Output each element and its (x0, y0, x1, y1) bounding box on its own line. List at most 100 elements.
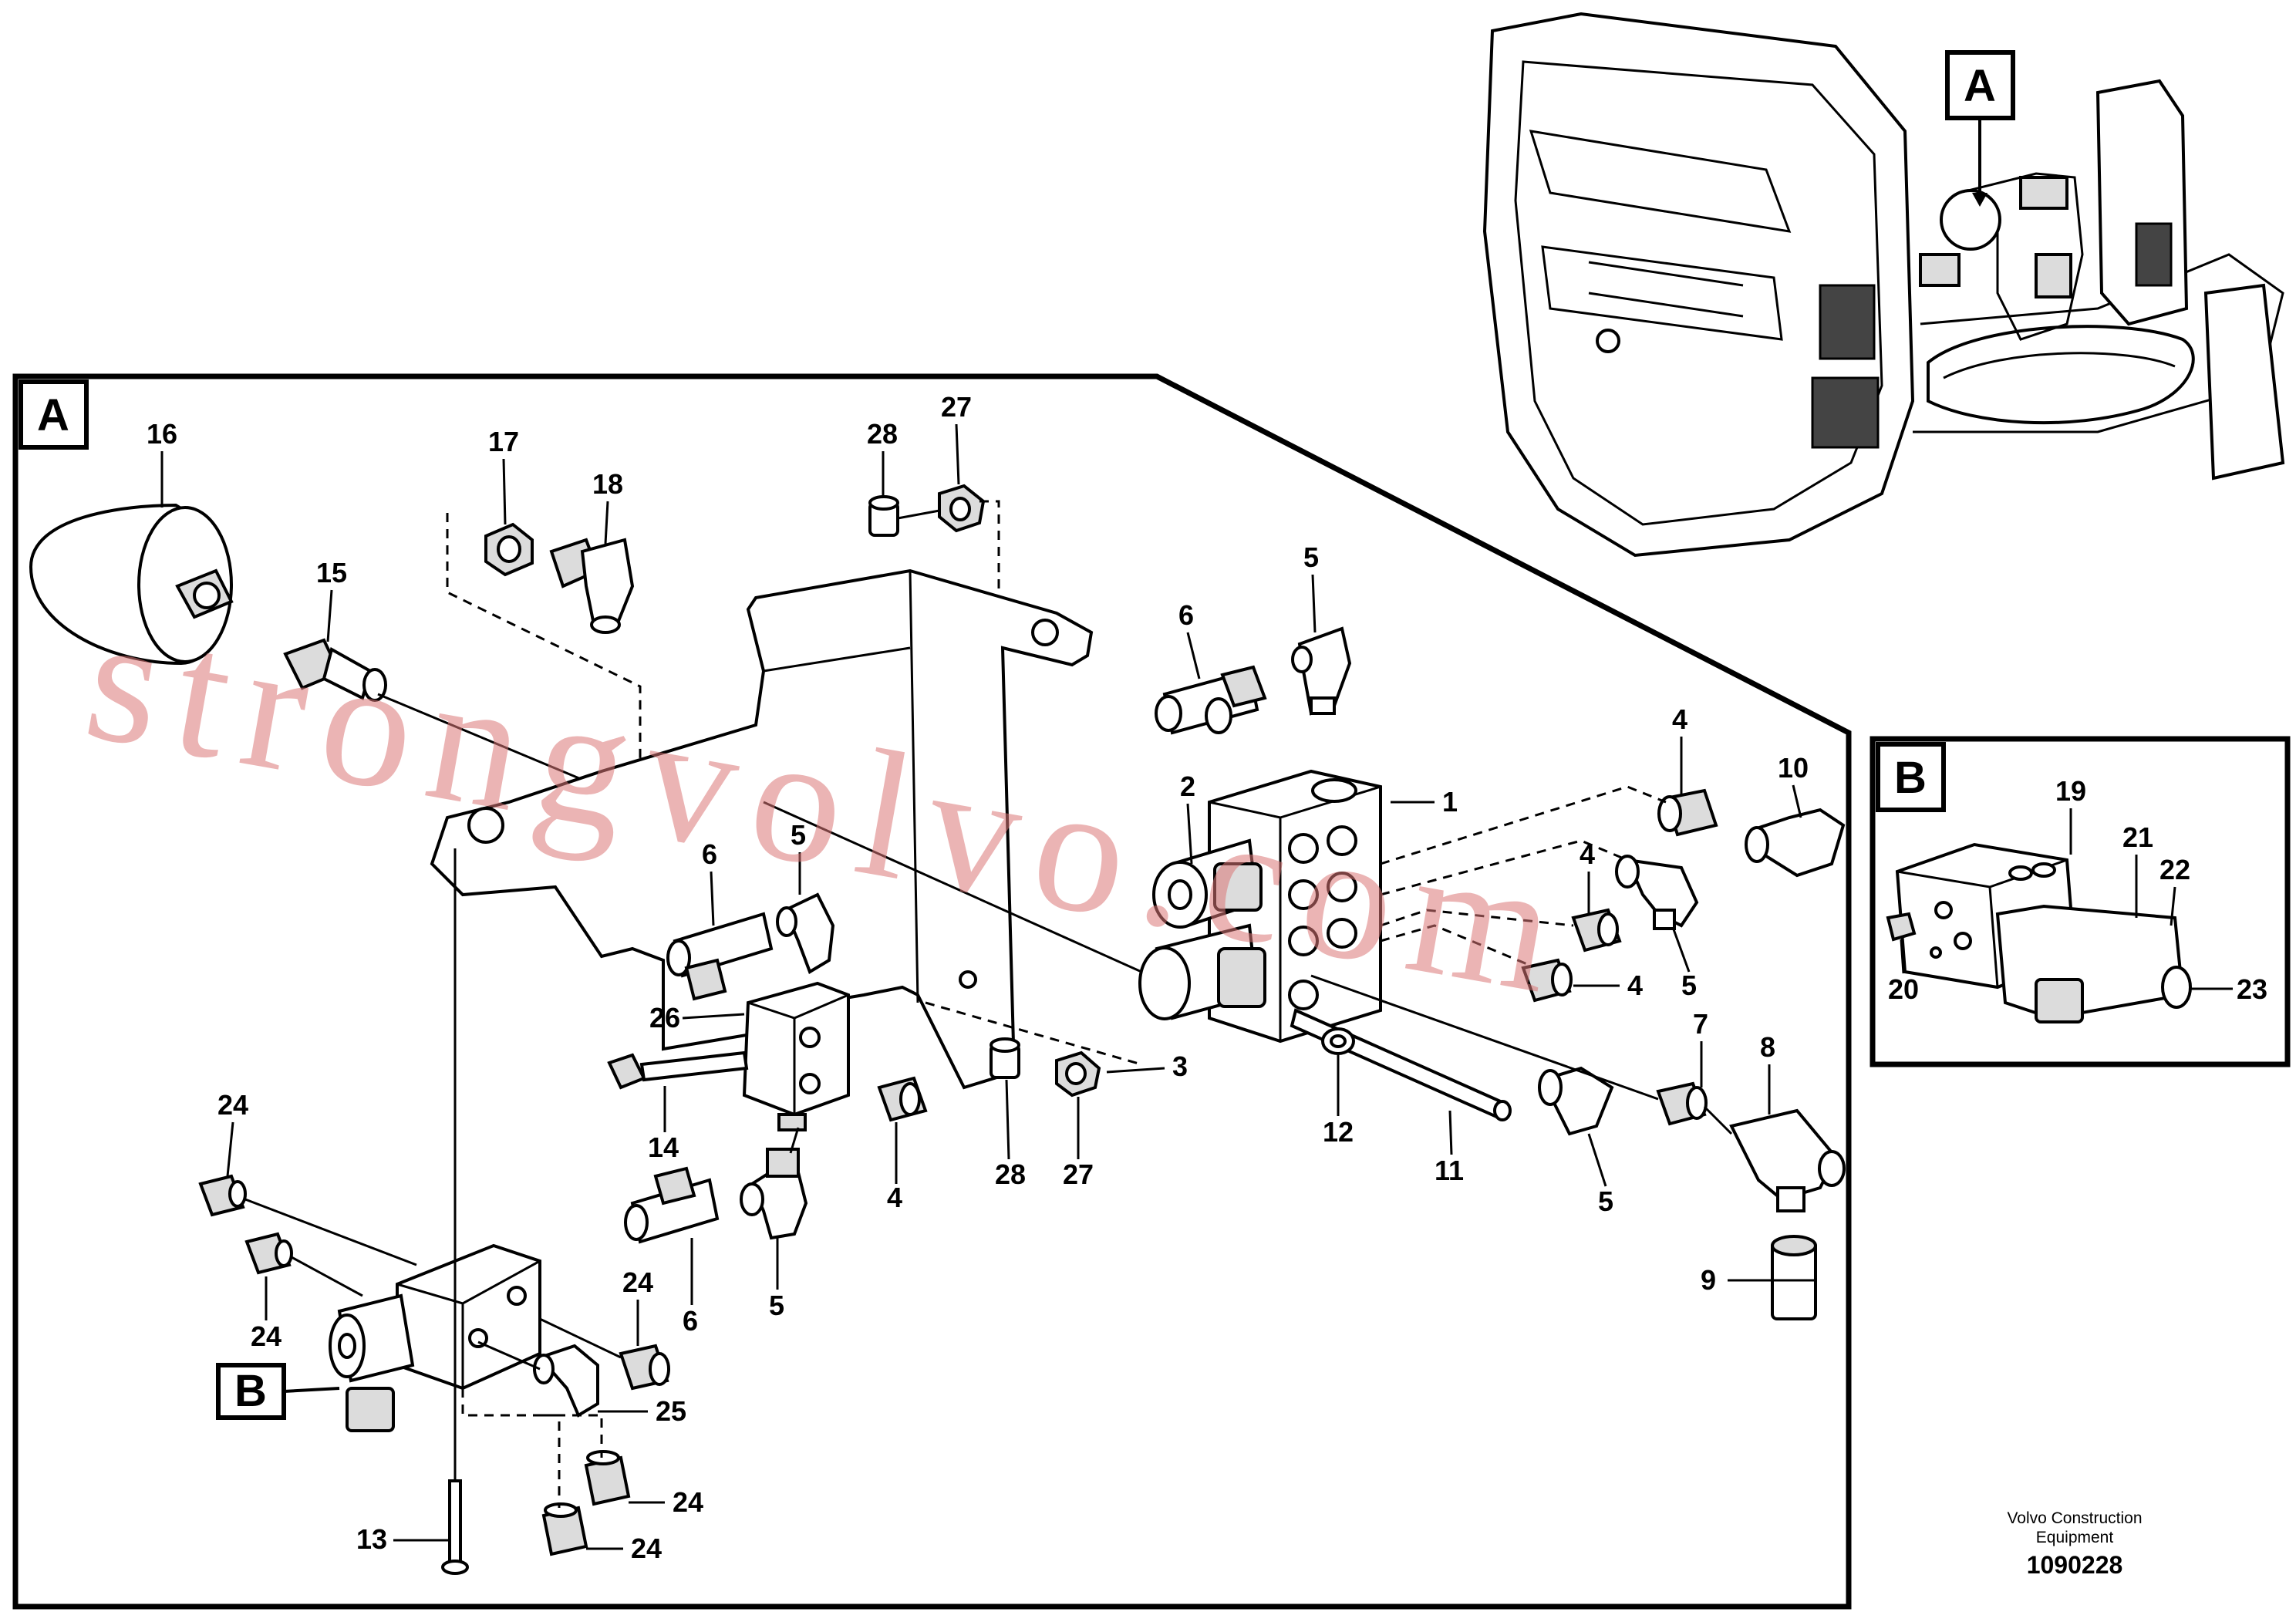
nut-17 (484, 522, 534, 577)
label-4d: 4 (887, 1182, 902, 1213)
label-24b: 24 (251, 1320, 282, 1352)
detail-b-plug-20 (1886, 912, 1917, 942)
label-6c: 6 (683, 1305, 698, 1337)
label-20: 20 (1888, 973, 1919, 1005)
tee-6-low (624, 1166, 720, 1244)
label-16: 16 (147, 418, 177, 450)
detail-a-frame (12, 373, 1852, 1610)
fitting-4-c (1521, 958, 1573, 1003)
solenoid-2 (1152, 838, 1263, 929)
label-13: 13 (356, 1523, 387, 1555)
detail-a-label: A (19, 379, 89, 450)
label-19: 19 (2055, 775, 2086, 807)
fitting-24-e (541, 1502, 588, 1556)
accumulator-16 (29, 503, 234, 666)
detail-b-label: B (1876, 742, 1946, 812)
footer-company-line1: Volvo Construction (2007, 1509, 2142, 1527)
label-7: 7 (1693, 1008, 1708, 1040)
detail-b-valve (1895, 842, 2192, 1023)
detail-b-callout[interactable]: B (216, 1363, 340, 1420)
label-14: 14 (648, 1131, 679, 1163)
solenoid-3 (1138, 923, 1266, 1020)
label-9: 9 (1701, 1264, 1716, 1296)
label-2: 2 (1180, 771, 1195, 802)
elbow-10 (1745, 808, 1846, 878)
label-26: 26 (649, 1002, 680, 1034)
label-24d: 24 (673, 1486, 703, 1518)
tee-8 (1729, 1108, 1846, 1212)
fitting-24-d (584, 1450, 631, 1506)
elbow-5-top (1291, 626, 1352, 716)
elbow-25 (477, 1340, 599, 1418)
label-21: 21 (2122, 821, 2153, 853)
fitting-15 (283, 638, 637, 804)
svg-text:B: B (1894, 753, 1927, 803)
callout-labels: 1 2 3 4 4 4 4 5 5 5 5 5 6 6 6 7 8 9 10 (147, 391, 2267, 1564)
label-5c: 5 (1681, 969, 1697, 1001)
washer-27-bottom (1055, 1050, 1101, 1098)
label-4c: 4 (1627, 969, 1643, 1001)
label-17: 17 (488, 426, 519, 457)
label-12: 12 (1323, 1116, 1354, 1148)
label-18: 18 (592, 468, 623, 500)
fitting-4-a (1657, 788, 1718, 837)
bolt-14 (607, 1050, 749, 1090)
valve-b-assembly (329, 1243, 541, 1432)
footer: Volvo Construction Equipment 1090228 (2007, 1509, 2142, 1579)
detail-a-callout[interactable]: A (1945, 50, 2015, 207)
machine-overview (1482, 12, 2285, 558)
label-15: 15 (316, 557, 347, 588)
label-11: 11 (1435, 1155, 1464, 1186)
label-6b: 6 (702, 838, 717, 870)
label-5b: 5 (791, 819, 806, 851)
fitting-7 (1656, 1081, 1708, 1126)
label-28a: 28 (867, 418, 898, 450)
label-23: 23 (2237, 973, 2267, 1005)
svg-text:A: A (37, 390, 69, 440)
fitting-24-b (244, 1232, 363, 1297)
label-5d: 5 (1598, 1185, 1613, 1217)
label-24a: 24 (217, 1089, 248, 1121)
label-4b: 4 (1580, 838, 1595, 870)
rod-11 (1290, 1008, 1512, 1121)
drawing-number: 1090228 (2027, 1551, 2123, 1579)
tee-6-top (1155, 665, 1267, 735)
fitting-24-a (198, 1174, 417, 1266)
spacer-28-top (868, 495, 940, 537)
elbow-18 (549, 538, 635, 634)
label-22: 22 (2159, 854, 2190, 885)
valve-26 (742, 981, 850, 1131)
label-5e: 5 (769, 1290, 784, 1321)
fitting-4-d (877, 1076, 928, 1122)
label-8: 8 (1760, 1031, 1775, 1063)
footer-company-line2: Equipment (2036, 1529, 2114, 1546)
pin-13 (441, 1479, 469, 1575)
tee-6-mid (666, 912, 774, 1001)
label-5a: 5 (1303, 541, 1319, 573)
label-6a: 6 (1178, 599, 1194, 631)
elbow-5-low (740, 1148, 808, 1240)
elbow-5-mid (776, 892, 835, 974)
washer-12 (1321, 1027, 1355, 1055)
label-28b: 28 (995, 1158, 1026, 1190)
label-24c: 24 (622, 1266, 653, 1298)
label-27a: 27 (941, 391, 972, 423)
fitting-9 (1771, 1235, 1817, 1320)
label-4a: 4 (1672, 703, 1687, 735)
fitting-4-b (1571, 908, 1622, 953)
label-24e: 24 (631, 1533, 662, 1564)
label-3: 3 (1172, 1050, 1188, 1082)
label-27b: 27 (1063, 1158, 1094, 1190)
mounting-bracket (430, 568, 1094, 1090)
label-10: 10 (1778, 752, 1809, 784)
elbow-5-right (1615, 855, 1699, 930)
washer-27-top (938, 484, 986, 533)
svg-text:A: A (1964, 61, 1996, 111)
spacer-28-bottom (990, 1037, 1020, 1079)
label-25: 25 (656, 1395, 686, 1427)
label-1: 1 (1442, 786, 1458, 818)
svg-text:B: B (234, 1366, 267, 1416)
detail-b-frame (1870, 736, 2291, 1067)
fitting-24-c (539, 1317, 670, 1391)
